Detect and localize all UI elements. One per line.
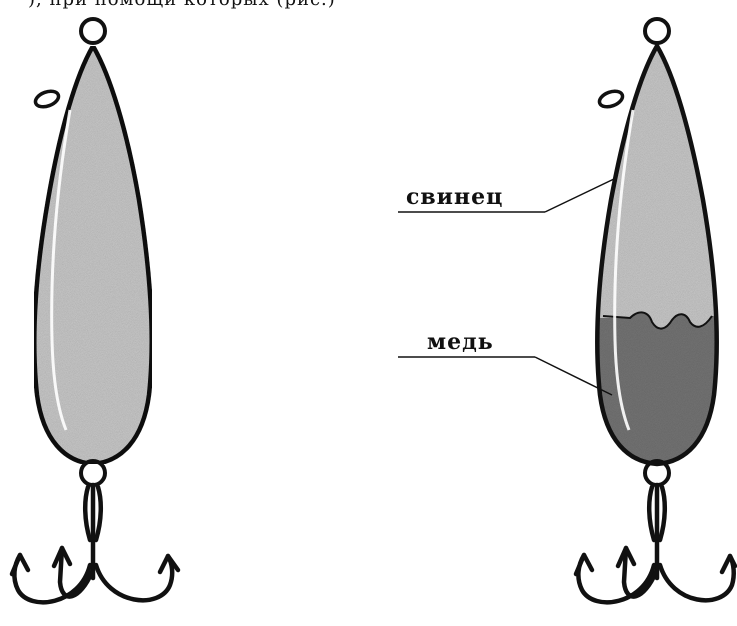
top-ring-right — [645, 19, 669, 43]
treble-hook-right — [576, 485, 735, 602]
lure-left — [12, 19, 178, 602]
lead-section-right — [590, 40, 730, 330]
copper-label: медь — [427, 329, 494, 355]
lead-callout: свинец — [398, 178, 616, 212]
side-loop-left — [33, 88, 60, 109]
lead-label: свинец — [406, 184, 503, 210]
copper-callout: медь — [398, 329, 612, 395]
copper-section-right — [590, 312, 730, 470]
lure-right: свинец медь — [398, 19, 735, 602]
side-loop-right — [597, 88, 624, 109]
treble-hook-left — [12, 485, 178, 602]
top-ring-left — [81, 19, 105, 43]
lead-leader-line — [545, 178, 616, 212]
